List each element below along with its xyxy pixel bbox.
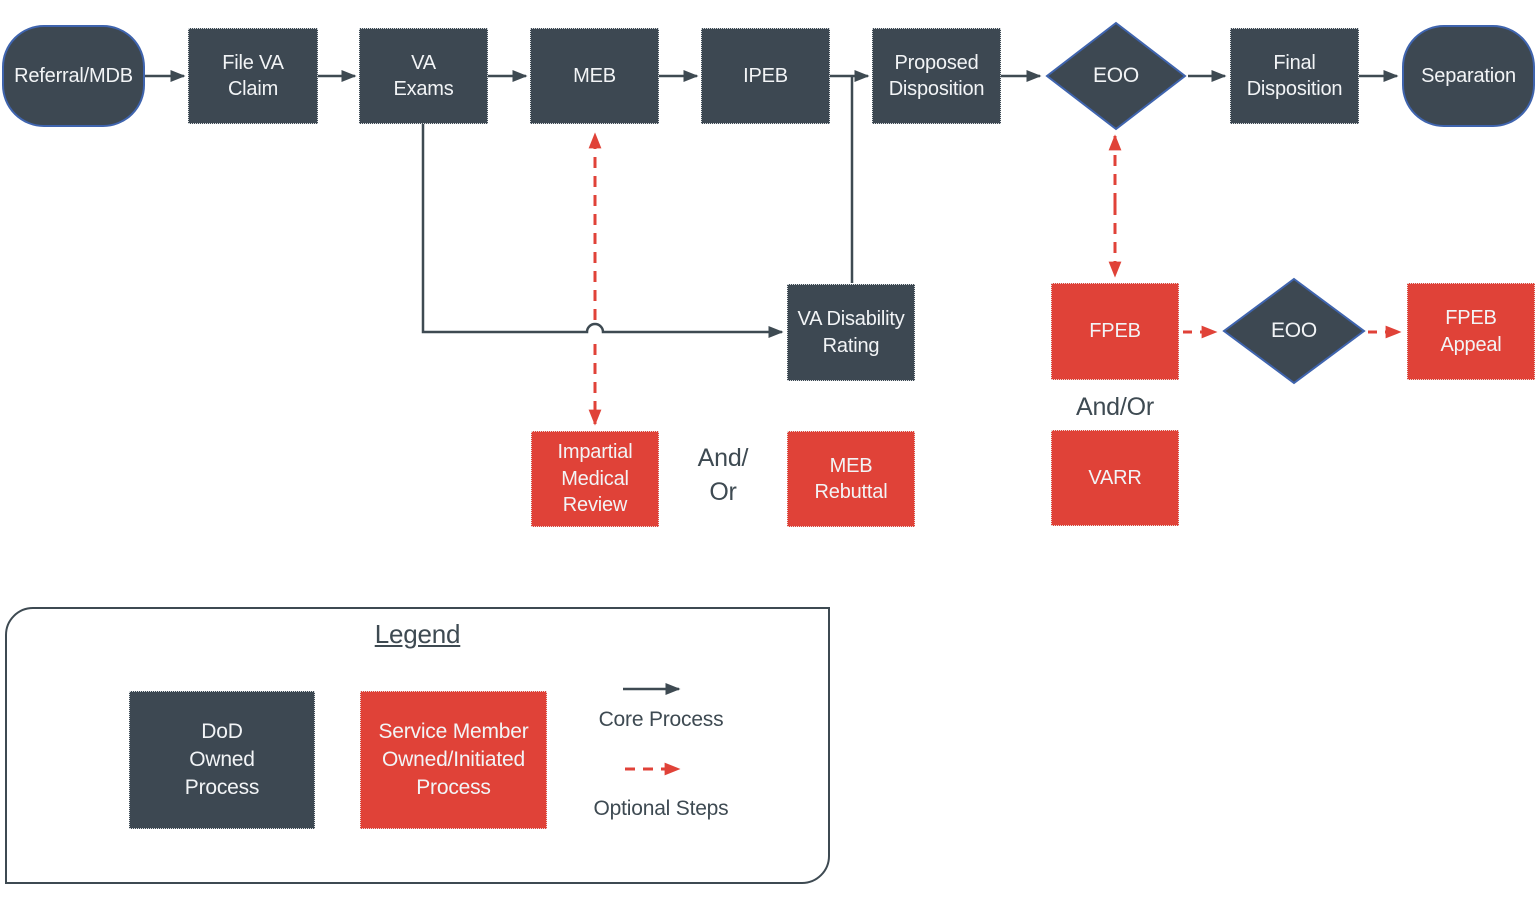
node-referral-mdb: Referral/MDB (2, 25, 145, 127)
diamond-shape (1222, 277, 1366, 385)
legend-dod-process-swatch: DoD Owned Process (129, 691, 315, 829)
node-va-disability-rating: VA Disability Rating (787, 284, 915, 381)
node-ipeb: IPEB (701, 28, 830, 124)
annotation-and-or-meb: And/ Or (697, 444, 749, 506)
node-fpeb: FPEB (1051, 283, 1179, 380)
legend-optional-steps-label: Optional Steps (593, 797, 729, 820)
annotation-and-or-fpeb: And/Or (1076, 393, 1154, 421)
node-separation: Separation (1402, 25, 1535, 127)
node-impartial-medical-review: Impartial Medical Review (531, 431, 659, 527)
legend-core-process-label: Core Process (598, 708, 724, 731)
legend-box: Legend DoD Owned Process Service Member … (5, 607, 830, 884)
node-meb-rebuttal: MEB Rebuttal (787, 431, 915, 527)
node-eoo-mid: EOO (1221, 276, 1367, 386)
legend-title: Legend (374, 619, 461, 649)
legend-service-member-process-swatch: Service Member Owned/Initiated Process (360, 691, 547, 829)
node-fpeb-appeal: FPEB Appeal (1407, 283, 1535, 380)
arrow-vaexams-to-varating (421, 124, 784, 338)
node-varr: VARR (1051, 430, 1179, 526)
node-eoo-top-label: EOO (1092, 64, 1140, 87)
diamond-shape (1045, 21, 1187, 131)
node-proposed-disposition: Proposed Disposition (872, 28, 1001, 124)
node-eoo-mid-label: EOO (1270, 319, 1318, 342)
node-final-disposition: Final Disposition (1230, 28, 1359, 124)
node-file-va-claim: File VA Claim (188, 28, 318, 124)
node-va-exams: VA Exams (359, 28, 488, 124)
node-eoo-top: EOO (1044, 20, 1188, 132)
node-meb: MEB (530, 28, 659, 124)
